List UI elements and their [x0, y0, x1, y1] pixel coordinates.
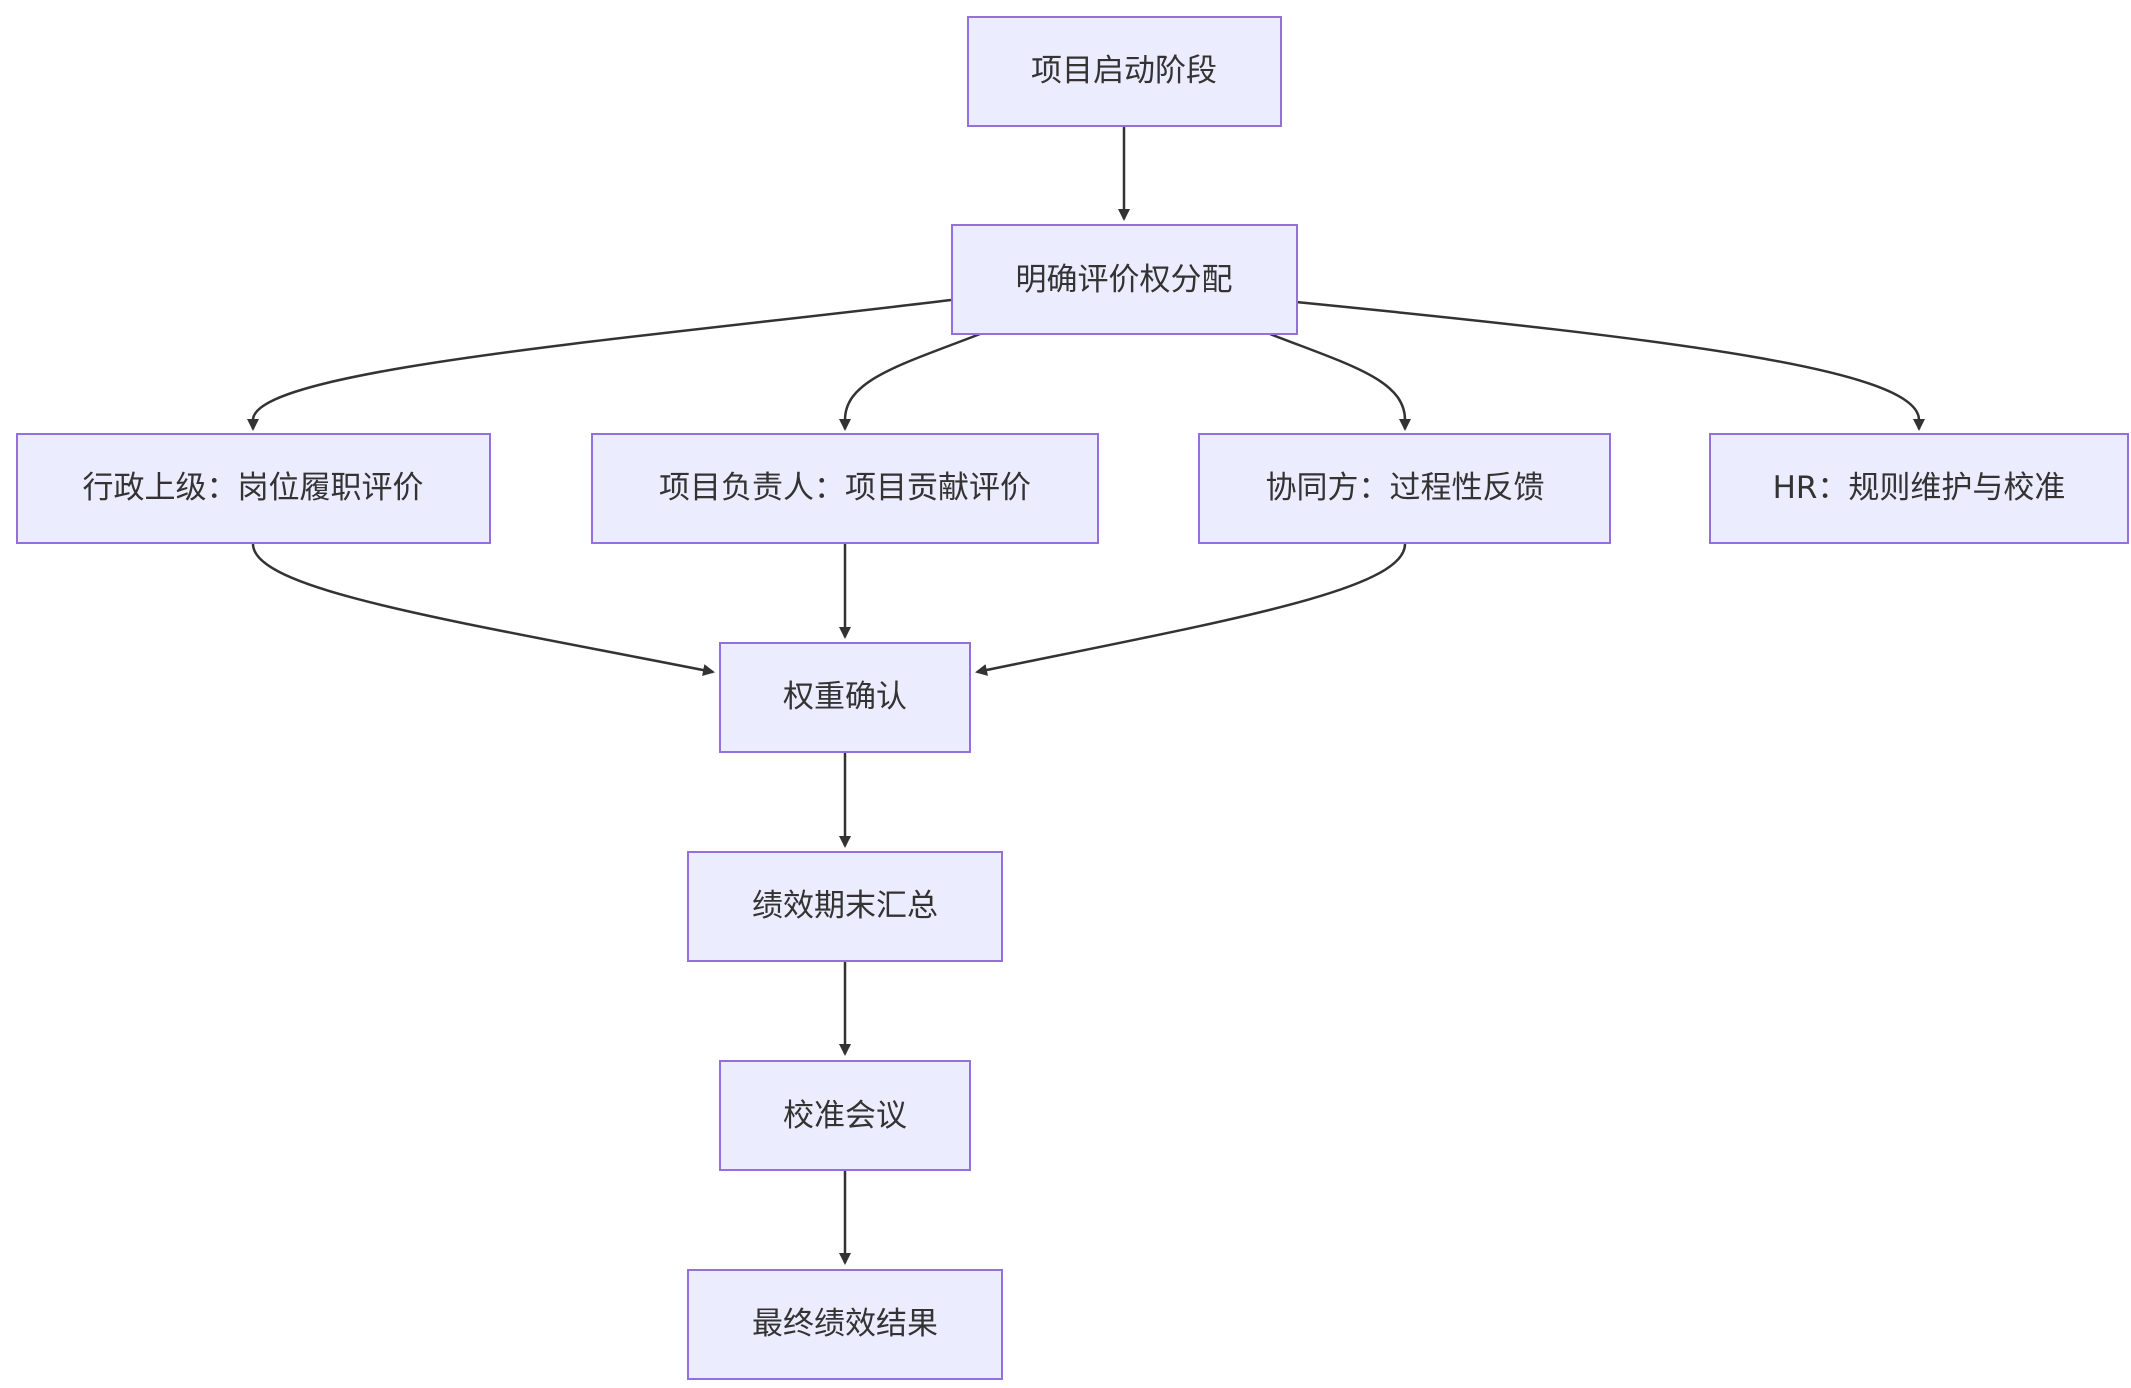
- node-label: 项目负责人：项目贡献评价: [659, 470, 1031, 506]
- edge-peer-to-weight: [975, 543, 1407, 676]
- node-admin: 行政上级：岗位履职评价: [16, 433, 491, 544]
- node-label: 权重确认: [783, 679, 907, 715]
- node-box: [719, 642, 971, 753]
- edge-assign-to-hr: [1295, 300, 1925, 431]
- node-pm: 项目负责人：项目贡献评价: [591, 433, 1099, 544]
- node-summary: 绩效期末汇总: [687, 851, 1003, 962]
- node-weight: 权重确认: [719, 642, 971, 753]
- node-final: 最终绩效结果: [687, 1269, 1003, 1380]
- node-label: 最终绩效结果: [752, 1306, 938, 1342]
- node-calib: 校准会议: [719, 1060, 971, 1171]
- node-box: [687, 1269, 1003, 1380]
- node-box: [687, 851, 1003, 962]
- node-box: [719, 1060, 971, 1171]
- edge-assign-to-pm: [839, 332, 981, 431]
- node-box: [16, 433, 491, 544]
- edges-layer: [247, 126, 1925, 1265]
- node-label: 绩效期末汇总: [752, 888, 938, 924]
- node-label: 协同方：过程性反馈: [1266, 470, 1545, 506]
- node-label: 行政上级：岗位履职评价: [83, 470, 424, 506]
- node-start: 项目启动阶段: [967, 16, 1282, 127]
- edge-assign-to-peer: [1269, 332, 1411, 431]
- node-box: [591, 433, 1099, 544]
- node-hr: HR：规则维护与校准: [1709, 433, 2129, 544]
- edge-assign-to-admin: [247, 298, 952, 431]
- node-label: 明确评价权分配: [1016, 262, 1233, 298]
- node-label: 校准会议: [783, 1098, 907, 1134]
- edge-admin-to-weight: [251, 543, 715, 676]
- node-label: 项目启动阶段: [1031, 53, 1217, 89]
- node-box: [967, 16, 1282, 127]
- node-peer: 协同方：过程性反馈: [1198, 433, 1611, 544]
- node-assign: 明确评价权分配: [951, 224, 1298, 335]
- node-box: [1709, 433, 2129, 544]
- node-box: [951, 224, 1298, 335]
- node-label: HR：规则维护与校准: [1773, 470, 2066, 506]
- node-box: [1198, 433, 1611, 544]
